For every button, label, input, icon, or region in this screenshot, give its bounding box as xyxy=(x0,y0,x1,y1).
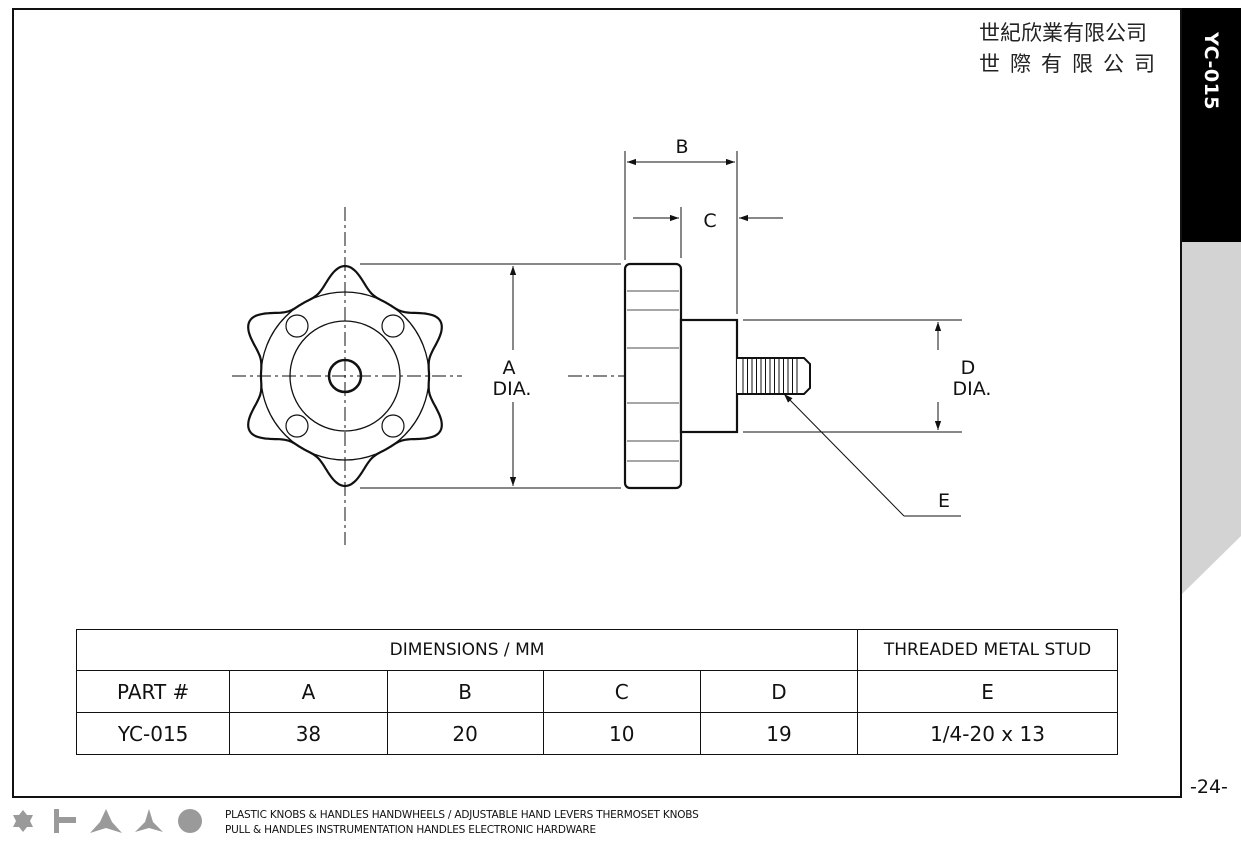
round-knob-icon xyxy=(178,809,202,833)
star-knob-icon xyxy=(13,810,33,832)
side-tab-black xyxy=(1182,8,1241,242)
column-d: D xyxy=(699,670,859,713)
cell-e: 1/4-20 x 13 xyxy=(857,712,1118,755)
knob-outline xyxy=(247,264,443,488)
stud-threads xyxy=(742,359,798,393)
table-header-row: DIMENSIONS / MM THREADED METAL STUD xyxy=(75,629,1118,671)
column-a: A xyxy=(229,670,388,713)
label-b: B xyxy=(675,136,688,158)
footer-line1: PLASTIC KNOBS & HANDLES HANDWHEELS / ADJ… xyxy=(225,809,699,821)
footer-product-icons xyxy=(13,809,202,833)
label-d-dia: DIA. xyxy=(953,378,992,400)
knob-head xyxy=(623,262,683,490)
column-b: B xyxy=(386,670,544,713)
knob-hub-ring xyxy=(289,320,401,432)
cell-d: 19 xyxy=(699,712,859,755)
label-e: E xyxy=(938,490,950,512)
page-frame xyxy=(12,8,1182,798)
knob-inner-ring xyxy=(260,291,430,461)
cell-c: 10 xyxy=(542,712,701,755)
dimensions-table: DIMENSIONS / MM THREADED METAL STUD PART… xyxy=(75,629,1118,755)
company-name-line2: 世際有限公司 xyxy=(979,52,1165,76)
footer-line2: PULL & HANDLES INSTRUMENTATION HANDLES E… xyxy=(225,824,596,836)
table-column-row: PART # A B C D E xyxy=(75,670,1118,713)
column-part: PART # xyxy=(75,670,231,713)
tri-knob-icon xyxy=(135,809,163,832)
label-a: A xyxy=(503,357,516,379)
side-tab-gray xyxy=(1182,242,1241,594)
three-lobe-knob-icon xyxy=(90,809,122,833)
knob-knurl-lines xyxy=(627,290,679,462)
dimension-lines xyxy=(360,151,962,517)
lever-handle-icon xyxy=(54,809,76,833)
table-row: YC-015 38 20 10 19 1/4-20 x 13 xyxy=(75,712,1118,755)
knob-recesses xyxy=(285,314,405,438)
threaded-stud xyxy=(737,357,811,395)
company-name-line1: 世紀欣業有限公司 xyxy=(979,21,1147,45)
header-dimensions: DIMENSIONS / MM xyxy=(75,629,859,671)
knob-side-view xyxy=(568,262,811,490)
label-c: C xyxy=(703,210,716,232)
company-name: 世紀欣業有限公司 世際有限公司 xyxy=(979,18,1165,80)
knob-bore xyxy=(327,358,363,394)
knob-front-view xyxy=(232,207,462,545)
cell-b: 20 xyxy=(386,712,544,755)
column-c: C xyxy=(542,670,701,713)
footer-text: PLASTIC KNOBS & HANDLES HANDWHEELS / ADJ… xyxy=(225,808,699,838)
page-number: -24- xyxy=(1190,776,1228,798)
knob-shoulder xyxy=(679,318,739,434)
column-e: E xyxy=(857,670,1118,713)
label-a-dia: DIA. xyxy=(493,378,532,400)
cell-a: 38 xyxy=(229,712,388,755)
label-d: D xyxy=(961,357,976,379)
cell-part: YC-015 xyxy=(75,712,231,755)
header-threaded-stud: THREADED METAL STUD xyxy=(857,629,1118,671)
